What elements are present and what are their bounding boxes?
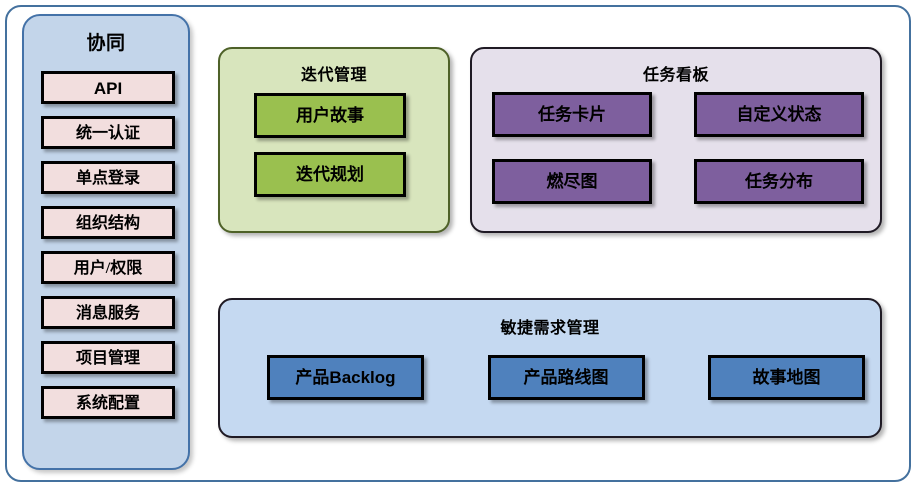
sidebar-item-single-sign-on[interactable]: 单点登录 — [41, 161, 175, 194]
iteration-panel-title: 迭代管理 — [300, 67, 367, 84]
sidebar-item-message-service[interactable]: 消息服务 — [41, 296, 175, 329]
requirements-item-story-map[interactable]: 故事地图 — [708, 355, 865, 400]
task-board-item-grid: 任务卡片 自定义状态 燃尽图 任务分布 — [492, 92, 864, 204]
iteration-item-user-story[interactable]: 用户故事 — [254, 93, 406, 138]
sidebar-item-system-config[interactable]: 系统配置 — [41, 386, 175, 419]
iteration-management-panel[interactable]: 迭代管理 用户故事 迭代规划 — [218, 47, 450, 233]
task-board-item-task-card[interactable]: 任务卡片 — [492, 92, 652, 137]
agile-requirements-item-row: 产品Backlog 产品路线图 故事地图 — [267, 355, 865, 400]
sidebar-item-project-management[interactable]: 项目管理 — [41, 341, 175, 374]
task-board-item-burndown-chart[interactable]: 燃尽图 — [492, 159, 652, 204]
iteration-item-list: 用户故事 迭代规划 — [254, 93, 406, 211]
requirements-item-product-roadmap[interactable]: 产品路线图 — [487, 355, 645, 400]
task-board-item-task-distribution[interactable]: 任务分布 — [694, 159, 864, 204]
task-board-panel[interactable]: 任务看板 任务卡片 自定义状态 燃尽图 任务分布 — [470, 47, 882, 233]
sidebar-item-api[interactable]: API — [41, 71, 175, 104]
sidebar-panel-collaboration[interactable]: 协同 API 统一认证 单点登录 组织结构 用户/权限 消息服务 项目管理 系统… — [22, 14, 190, 470]
task-board-item-custom-status[interactable]: 自定义状态 — [694, 92, 864, 137]
sidebar-title: 协同 — [86, 33, 126, 54]
sidebar-item-org-structure[interactable]: 组织结构 — [41, 206, 175, 239]
sidebar-item-list: API 统一认证 单点登录 组织结构 用户/权限 消息服务 项目管理 系统配置 — [41, 71, 175, 431]
sidebar-item-unified-auth[interactable]: 统一认证 — [41, 116, 175, 149]
agile-requirements-panel-title: 敏捷需求管理 — [500, 320, 600, 337]
task-board-panel-title: 任务看板 — [642, 67, 709, 84]
iteration-item-iteration-planning[interactable]: 迭代规划 — [254, 152, 406, 197]
requirements-item-product-backlog[interactable]: 产品Backlog — [267, 355, 424, 400]
sidebar-item-user-permissions[interactable]: 用户/权限 — [41, 251, 175, 284]
agile-requirements-panel[interactable]: 敏捷需求管理 产品Backlog 产品路线图 故事地图 — [218, 298, 882, 438]
